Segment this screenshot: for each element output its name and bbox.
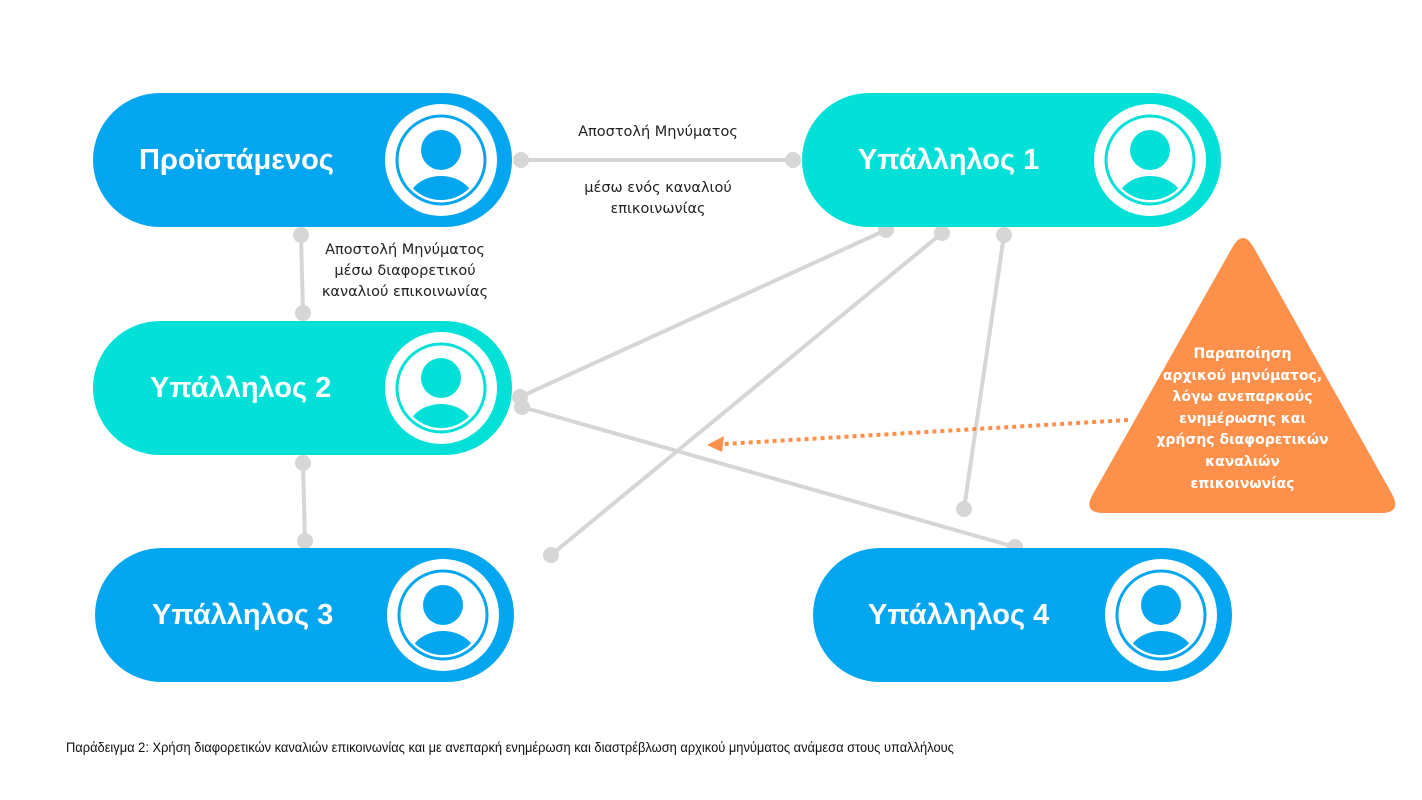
user-avatar-icon [385,332,497,444]
connector-dot [513,152,529,168]
node-employee-2: Υπάλληλος 2 [93,321,512,455]
node-employee-1-label: Υπάλληλος 1 [858,143,1040,176]
warning-line: επικοινωνίας [1190,475,1295,492]
node-employee-3-label: Υπάλληλος 3 [152,598,334,631]
warning-line: χρήσης διαφορετικών [1156,432,1329,449]
annotation-same-channel: Αποστολή Μηνύματος [548,122,768,143]
user-avatar-icon [1094,104,1206,216]
annotation-line: Αποστολή Μηνύματος [578,124,738,140]
user-avatar-icon [1105,559,1217,671]
connector-dot [514,399,530,415]
node-employee-1: Υπάλληλος 1 [802,93,1221,227]
connector-dot [295,455,311,471]
warning-line: καναλιών [1205,453,1280,470]
user-avatar-icon [387,559,499,671]
annotation-line: μέσω διαφορετικού [334,263,476,279]
figure-caption: Παράδειγμα 2: Χρήση διαφορετικών καναλιώ… [66,739,954,755]
connector-dot [785,152,801,168]
connector-employee1-employee2 [518,228,888,399]
connector-dot [543,547,559,563]
warning-line: αρχικού μηνύματος, [1162,367,1323,384]
node-employee-4: Υπάλληλος 4 [813,548,1232,682]
connector-dot [293,227,309,243]
annotation-different-channel: Αποστολή Μηνύματος μέσω διαφορετικού καν… [300,240,510,303]
annotation-line: καναλιού επικοινωνίας [321,284,489,300]
connector-dot [996,227,1012,243]
connector-employee2-employee3 [301,461,307,543]
annotation-line: επικοινωνίας [610,201,706,217]
annotation-same-channel-detail: μέσω ενός καναλιού επικοινωνίας [548,178,768,220]
connector-dot [297,533,313,549]
connector-dot [295,305,311,321]
node-employee-4-label: Υπάλληλος 4 [868,598,1050,631]
warning-line: λόγω ανεπαρκούς [1172,389,1313,406]
node-supervisor: Προϊστάμενος [93,93,512,227]
warning-text: Παραποίηση αρχικού μηνύματος, λόγω ανεπα… [1140,344,1345,495]
node-employee-2-label: Υπάλληλος 2 [150,371,332,404]
connector-dot [934,225,950,241]
node-employee-3: Υπάλληλος 3 [95,548,514,682]
annotation-line: Αποστολή Μηνύματος [325,242,485,258]
connector-employee1-cross [549,231,944,557]
connector-employee2-employee4 [520,405,1017,549]
connector-supervisor-employee2 [299,233,305,315]
connector-dot [956,501,972,517]
annotation-line: μέσω ενός καναλιού [584,180,732,196]
warning-line: ενημέρωσης και [1179,410,1306,427]
connector-employee1-down [962,233,1006,511]
node-supervisor-label: Προϊστάμενος [139,143,334,176]
warning-line: Παραποίηση [1193,346,1292,362]
user-avatar-icon [385,104,497,216]
